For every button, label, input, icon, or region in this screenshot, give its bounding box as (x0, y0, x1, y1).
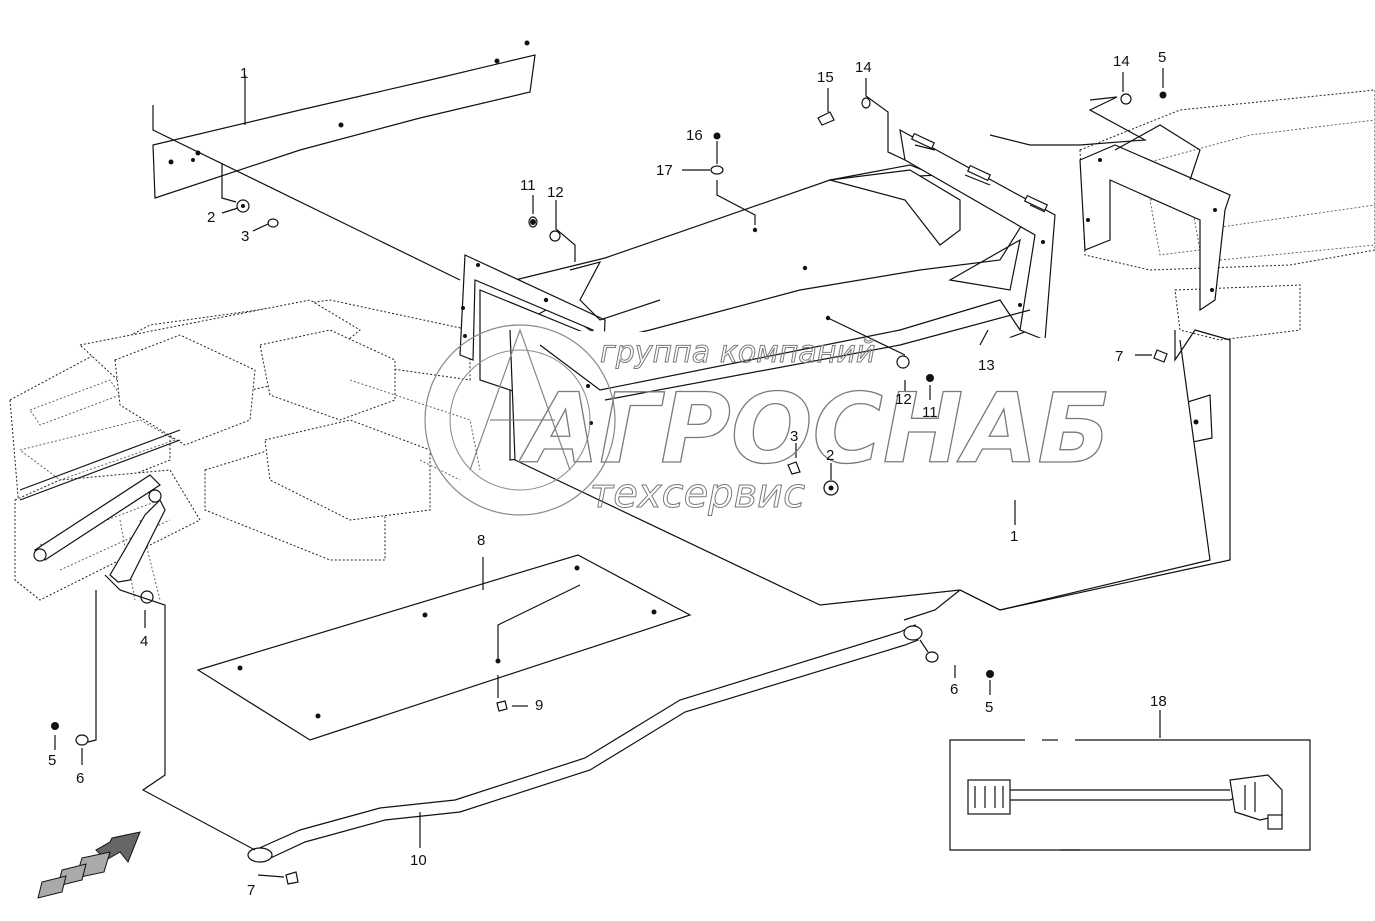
callout-6-left: 6 (76, 770, 84, 787)
watermark-line-3: техсервис (590, 471, 805, 517)
callout-labels: 1 1 2 2 3 3 4 5 5 5 6 6 7 7 8 9 10 11 11… (48, 49, 1167, 899)
background-machine-frame (9, 89, 1375, 601)
fasteners (51, 91, 1168, 885)
part-1-left-plate (152, 40, 536, 199)
part-10-tie-rod (247, 624, 923, 863)
callout-7-right: 7 (1115, 348, 1123, 365)
callout-3-right: 3 (790, 428, 798, 445)
watermark-line-1: группа компаний (600, 335, 875, 370)
watermark-line-2: АГРОСНАБ (518, 373, 1111, 485)
callout-14-center: 14 (855, 59, 872, 76)
callout-1-right: 1 (1010, 528, 1018, 545)
callout-2-right: 2 (826, 447, 834, 464)
callout-4: 4 (140, 633, 148, 650)
callout-6-right: 6 (950, 681, 958, 698)
callout-7-bottom: 7 (247, 882, 255, 899)
callout-1-left: 1 (240, 65, 248, 82)
callout-12-top: 12 (547, 184, 564, 201)
part-8-plate (196, 554, 692, 741)
watermark: группа компаний АГРОСНАБ техсервис (424, 324, 1111, 518)
callout-14-right: 14 (1113, 53, 1130, 70)
callout-3-left: 3 (241, 228, 249, 245)
callout-10: 10 (410, 852, 427, 869)
callout-5-top: 5 (1158, 49, 1166, 66)
callout-5-right: 5 (985, 699, 993, 716)
central-housing-assembly (459, 128, 1211, 611)
right-bracket (1079, 124, 1231, 312)
callout-9: 9 (535, 697, 543, 714)
company-logo-gear-icon (424, 324, 616, 516)
direction-arrow-icon (37, 831, 141, 899)
callout-8: 8 (477, 532, 485, 549)
part-18-detail-box (949, 739, 1311, 851)
callout-11-right: 11 (922, 404, 938, 421)
callout-12-right: 12 (895, 391, 912, 408)
callout-16: 16 (686, 127, 703, 144)
callout-13: 13 (978, 357, 995, 374)
callout-15: 15 (817, 69, 834, 86)
callout-17: 17 (656, 162, 673, 179)
callout-11-top: 11 (520, 177, 536, 194)
callout-18: 18 (1150, 693, 1167, 710)
callout-5-left: 5 (48, 752, 56, 769)
left-linkage (19, 429, 181, 583)
callout-2-left: 2 (207, 209, 215, 226)
leader-lines (54, 68, 1231, 878)
